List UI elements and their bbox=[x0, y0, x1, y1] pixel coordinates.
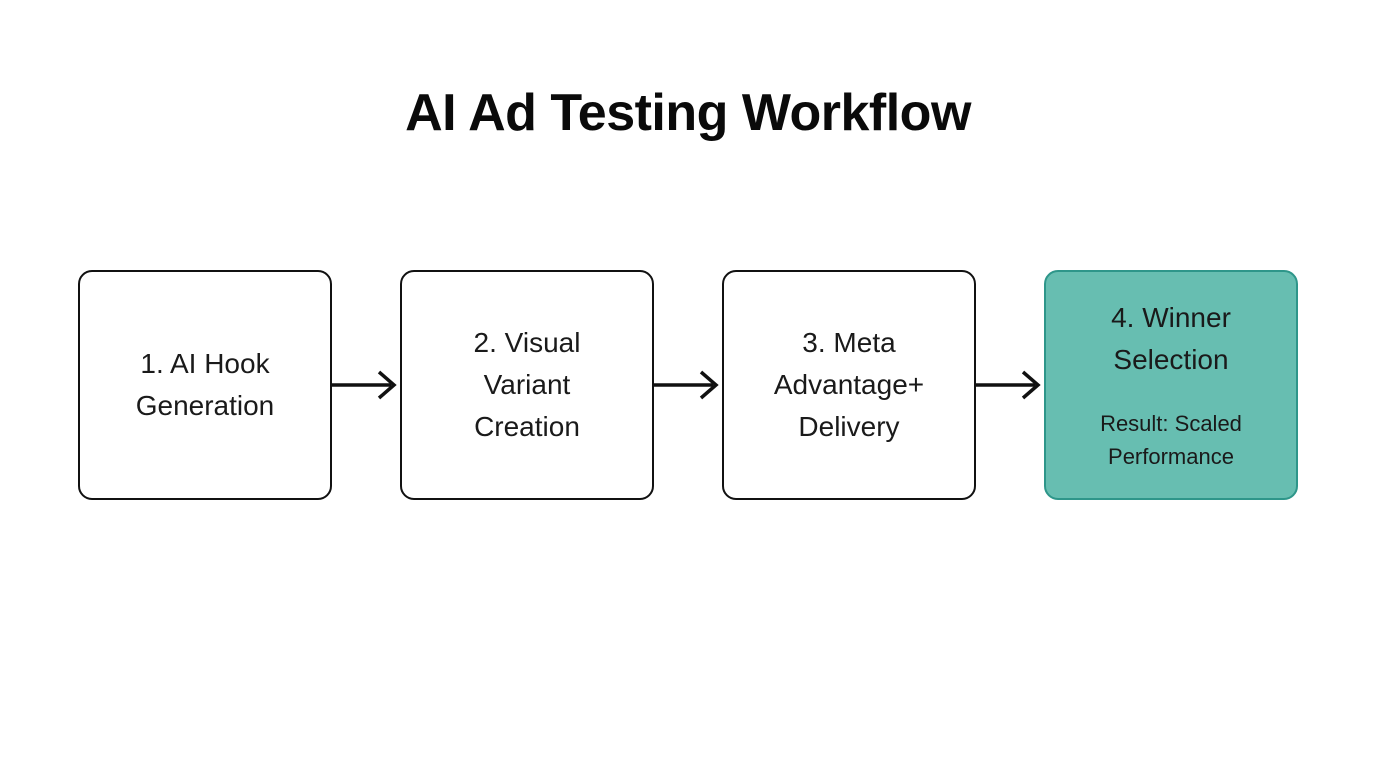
step-result-label: Result: Scaled Performance bbox=[1100, 410, 1242, 469]
arrow-right-icon bbox=[332, 370, 397, 400]
step-box-ai-hook-generation: 1. AI Hook Generation bbox=[78, 269, 332, 500]
arrow-right-icon bbox=[654, 370, 719, 400]
diagram-title: AI Ad Testing Workflow bbox=[405, 84, 971, 142]
step-box-visual-variant-creation: 2. Visual Variant Creation bbox=[400, 269, 654, 500]
step-label: 4. Winner Selection bbox=[1111, 301, 1231, 375]
step-label: 2. Visual Variant Creation bbox=[473, 326, 581, 442]
flow-row: 1. AI Hook Generation 2. Visual Variant … bbox=[0, 269, 1376, 500]
arrow-right-icon bbox=[976, 370, 1041, 400]
step-box-winner-selection: 4. Winner Selection Result: Scaled Perfo… bbox=[1044, 269, 1298, 500]
step-label: 3. Meta Advantage+ Delivery bbox=[773, 326, 925, 442]
step-box-meta-advantage-delivery: 3. Meta Advantage+ Delivery bbox=[722, 269, 976, 500]
step-label: 1. AI Hook Generation bbox=[135, 347, 275, 421]
workflow-diagram: AI Ad Testing Workflow 1. AI Hook Genera… bbox=[0, 84, 1376, 768]
